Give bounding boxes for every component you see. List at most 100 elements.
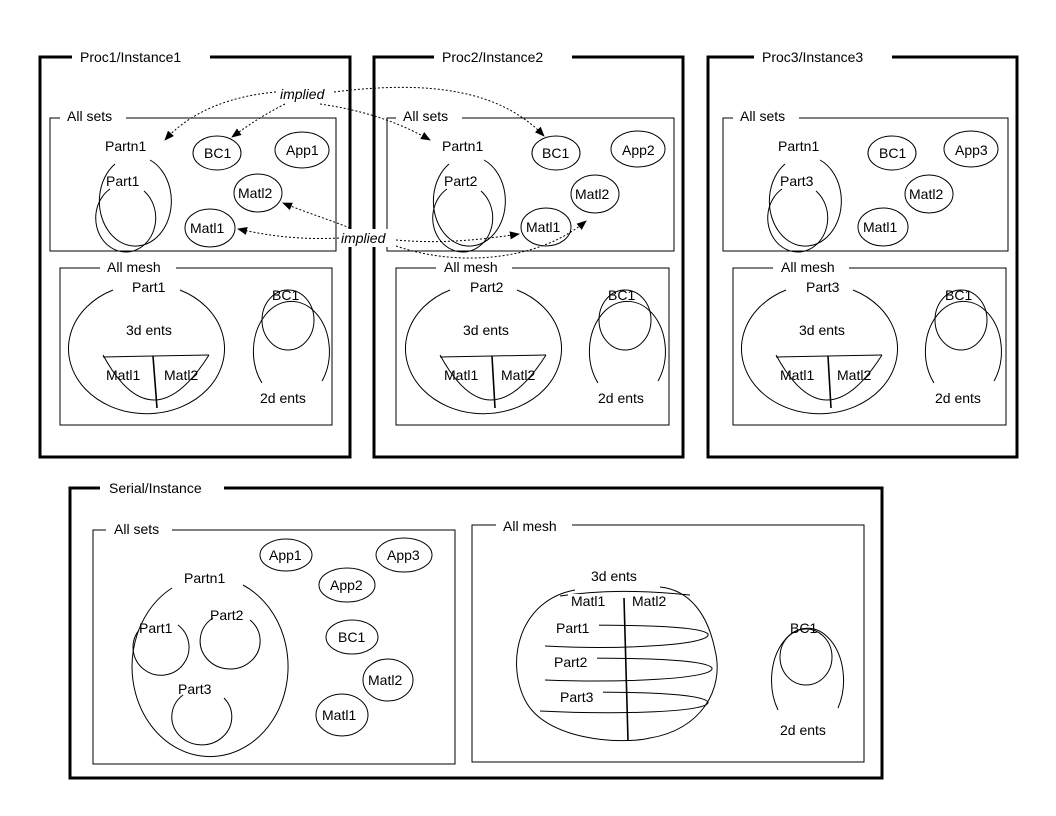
all-mesh-box: All mesh Part1 3d ents Matl1 Matl2 BC1 2… xyxy=(59,258,333,426)
matl2-label: Matl2 xyxy=(238,185,272,201)
app-set-ellipse xyxy=(274,131,330,169)
serial-all-sets-title: All sets xyxy=(114,521,159,537)
serial-matl2-label: Matl2 xyxy=(368,672,402,688)
serial-part2-shape xyxy=(199,617,261,670)
partition-label: Partn1 xyxy=(105,138,146,154)
mesh-part-label: Part2 xyxy=(470,279,504,295)
serial-part1-shape xyxy=(132,624,190,676)
serial-mesh-part1-label: Part1 xyxy=(556,620,590,636)
serial-mesh-part2-label: Part2 xyxy=(554,654,588,670)
part-label: Part1 xyxy=(106,173,140,189)
implied-arrow-to-matl1-1 xyxy=(237,227,340,240)
serial-instance-panel: Serial/Instance All sets Partn1 Part1 Pa… xyxy=(68,477,884,780)
implied-arrow-to-partn1-1 xyxy=(164,91,277,141)
serial-part3-label: Part3 xyxy=(178,681,212,697)
part-label: Part3 xyxy=(780,173,814,189)
partition-set-shape xyxy=(98,159,172,247)
serial-bc-ellipse xyxy=(325,619,379,655)
bc-label: BC1 xyxy=(204,145,231,161)
mesh-matl-divider xyxy=(491,355,496,409)
serial-matl1-label: Matl1 xyxy=(322,707,356,723)
mesh-3d-top-edge xyxy=(102,354,210,358)
serial-mesh-bc-ellipse xyxy=(779,628,833,686)
part-label: Part2 xyxy=(444,173,478,189)
serial-mesh-part2-band xyxy=(544,657,713,682)
mesh-matl2-label: Matl2 xyxy=(164,367,198,383)
mesh-part-shape xyxy=(405,289,562,415)
mesh-bc-label: BC1 xyxy=(272,287,299,303)
all-sets-title: All sets xyxy=(67,108,112,124)
matl2-label: Matl2 xyxy=(575,186,609,202)
matl1-set-ellipse xyxy=(857,207,909,247)
mesh-matl2-label: Matl2 xyxy=(501,367,535,383)
serial-app3-ellipse xyxy=(375,537,433,573)
all-sets-box: All sets Partn1 Part3 BC1 App3 Matl2 Mat… xyxy=(722,108,1009,253)
app-label: App1 xyxy=(286,142,319,158)
mesh-2d-label: 2d ents xyxy=(598,390,644,406)
serial-mesh-part1-band xyxy=(544,624,709,648)
implied-arrows: implied implied xyxy=(164,85,587,259)
mesh-bc-label: BC1 xyxy=(608,287,635,303)
serial-mesh-3d-label: 3d ents xyxy=(591,568,637,584)
partition-set-shape xyxy=(432,159,506,247)
serial-mesh-2d-label: 2d ents xyxy=(780,722,826,738)
matl1-set-ellipse xyxy=(520,207,572,247)
serial-frame xyxy=(68,486,884,780)
serial-mesh-bc-label: BC1 xyxy=(790,620,817,636)
part-set-shape xyxy=(767,188,829,253)
serial-all-mesh-box: All mesh 3d ents Matl1 Matl2 Part1 Part2… xyxy=(471,515,865,763)
instance-title: Proc1/Instance1 xyxy=(80,49,181,65)
mesh-2d-shape xyxy=(924,300,1002,384)
serial-all-sets-box: All sets Partn1 Part1 Part2 Part3 App1 A… xyxy=(92,520,456,765)
app-set-ellipse xyxy=(610,130,666,168)
all-mesh-title: All mesh xyxy=(444,259,498,275)
matl2-set-ellipse xyxy=(904,174,954,214)
mesh-matl1-label: Matl1 xyxy=(780,367,814,383)
mesh-part-shape xyxy=(741,289,898,415)
mesh-2d-shape xyxy=(588,300,666,384)
bc-label: BC1 xyxy=(879,145,906,161)
instance-title: Proc2/Instance2 xyxy=(442,49,543,65)
app-label: App3 xyxy=(955,142,988,158)
serial-matl1-ellipse xyxy=(315,693,369,737)
part-set-shape xyxy=(95,188,157,253)
implied-label-bottom: implied xyxy=(341,230,387,246)
mesh-matl1-label: Matl1 xyxy=(444,367,478,383)
matl1-label: Matl1 xyxy=(190,220,224,236)
matl1-label: Matl1 xyxy=(863,219,897,235)
instance-panel-3: Proc3/Instance3 All sets Partn1 Part3 BC… xyxy=(706,46,1019,459)
serial-mesh-matl-divider xyxy=(623,597,629,741)
serial-partition-label: Partn1 xyxy=(184,570,225,586)
mesh-part-shape xyxy=(68,289,225,415)
serial-mesh-2d-shape xyxy=(771,627,845,711)
mesh-3d-shape xyxy=(775,354,883,401)
mesh-bc-ellipse xyxy=(934,289,988,351)
serial-partition-shape xyxy=(131,584,289,758)
all-mesh-box: All mesh Part3 3d ents Matl1 Matl2 BC1 2… xyxy=(732,258,1007,426)
partition-set-shape xyxy=(768,159,842,247)
bc-label: BC1 xyxy=(542,145,569,161)
bc-set-ellipse xyxy=(192,135,242,171)
mesh-matl-divider xyxy=(827,355,832,409)
mesh-2d-label: 2d ents xyxy=(935,390,981,406)
implied-arrow-to-matl2-1 xyxy=(282,202,351,229)
implied-label-top: implied xyxy=(280,86,326,102)
serial-part2-label: Part2 xyxy=(210,607,244,623)
matl2-label: Matl2 xyxy=(909,186,943,202)
mesh-2d-shape xyxy=(252,300,330,384)
serial-part1-label: Part1 xyxy=(139,620,173,636)
mesh-3d-shape xyxy=(102,354,210,401)
mesh-bc-label: BC1 xyxy=(945,287,972,303)
mesh-3d-label: 3d ents xyxy=(126,322,172,338)
mesh-3d-label: 3d ents xyxy=(799,322,845,338)
serial-app3-label: App3 xyxy=(387,547,420,563)
serial-all-mesh-title: All mesh xyxy=(503,518,557,534)
instance-panel-1: Proc1/Instance1 All sets Partn1 Part1 BC… xyxy=(38,46,352,459)
serial-mesh-part3-band xyxy=(539,691,709,714)
instance-panel-2: Proc2/Instance2 All sets Partn1 Part2 BC… xyxy=(372,46,685,459)
bc-set-ellipse xyxy=(531,135,581,171)
mesh-matl1-label: Matl1 xyxy=(106,367,140,383)
mesh-bc-ellipse xyxy=(598,289,652,351)
all-sets-box: All sets Partn1 Part1 BC1 App1 Matl2 Mat… xyxy=(49,108,337,253)
app-label: App2 xyxy=(622,142,655,158)
